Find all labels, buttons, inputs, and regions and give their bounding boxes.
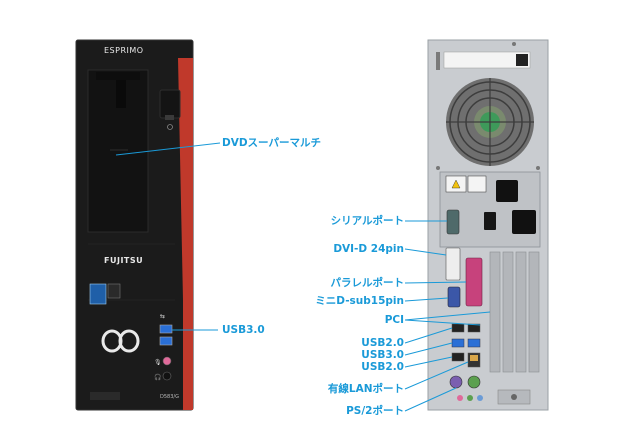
callout-vga-label: ミニD-sub15pin (315, 295, 404, 307)
rear-serial-port (446, 209, 460, 235)
windows-sticker (107, 283, 121, 299)
callout-lan-label: 有線LANポート (327, 383, 404, 395)
callout-rear-usb20-top-label: USB2.0 (361, 337, 404, 349)
power-button (159, 89, 181, 119)
rear-tower (427, 39, 549, 411)
svg-text:🎧: 🎧 (154, 373, 161, 381)
rear-usb2-port (451, 352, 465, 362)
svg-text:⇆: ⇆ (160, 313, 165, 320)
front-usb3-port-1 (159, 324, 173, 334)
rear-usb2-port (467, 323, 481, 333)
front-brand-name: FUJITSU (104, 256, 144, 265)
rear-parallel-port (465, 257, 483, 307)
callout-ps2-label: PS/2ポート (346, 405, 404, 417)
rear-usb3-port (451, 338, 465, 348)
rear-mic-jack (457, 395, 463, 401)
callout-dvd-label: DVDスーパーマルチ (222, 137, 321, 149)
front-headphone-jack (162, 371, 172, 381)
rear-dvi-port (445, 247, 461, 281)
callout-parallel-label: パラレルポート (330, 277, 405, 289)
psu-switch (484, 212, 496, 230)
front-usb3-port-2 (159, 336, 173, 346)
fujitsu-infinity-logo (101, 329, 140, 353)
pci-slots (489, 251, 540, 373)
callout-front-usb3-label: USB3.0 (222, 324, 265, 336)
front-model-code: D583/G (160, 394, 179, 400)
rear-usb2-port (451, 323, 465, 333)
rear-vga-port (447, 286, 461, 308)
rear-usb3-port (467, 338, 481, 348)
front-mic-jack (162, 356, 172, 366)
front-tower: ⇆ 🎙 🎧 (75, 39, 194, 411)
rear-line-out-jack (467, 395, 473, 401)
svg-text:🎙: 🎙 (154, 358, 162, 366)
callout-rear-usb20-bottom-label: USB2.0 (361, 361, 404, 373)
callout-dvi-label: DVI-D 24pin (333, 243, 404, 255)
rear-serial-label (443, 51, 531, 69)
front-model-name: ESPRIMO (104, 46, 144, 55)
rear-ps2-mouse-port (467, 375, 481, 389)
rear-ps2-keyboard-port (449, 375, 463, 389)
rear-line-in-jack (477, 395, 483, 401)
callout-serial-label: シリアルポート (330, 215, 404, 227)
intel-sticker (89, 283, 107, 305)
callout-pci-label: PCI (384, 314, 404, 326)
cooling-fan (446, 78, 534, 166)
red-trim (178, 58, 193, 300)
callout-rear-usb30-label: USB3.0 (361, 349, 404, 361)
psu-ac-outlet (496, 180, 518, 202)
callout-lines (115, 142, 491, 412)
psu-ac-inlet (512, 210, 536, 234)
